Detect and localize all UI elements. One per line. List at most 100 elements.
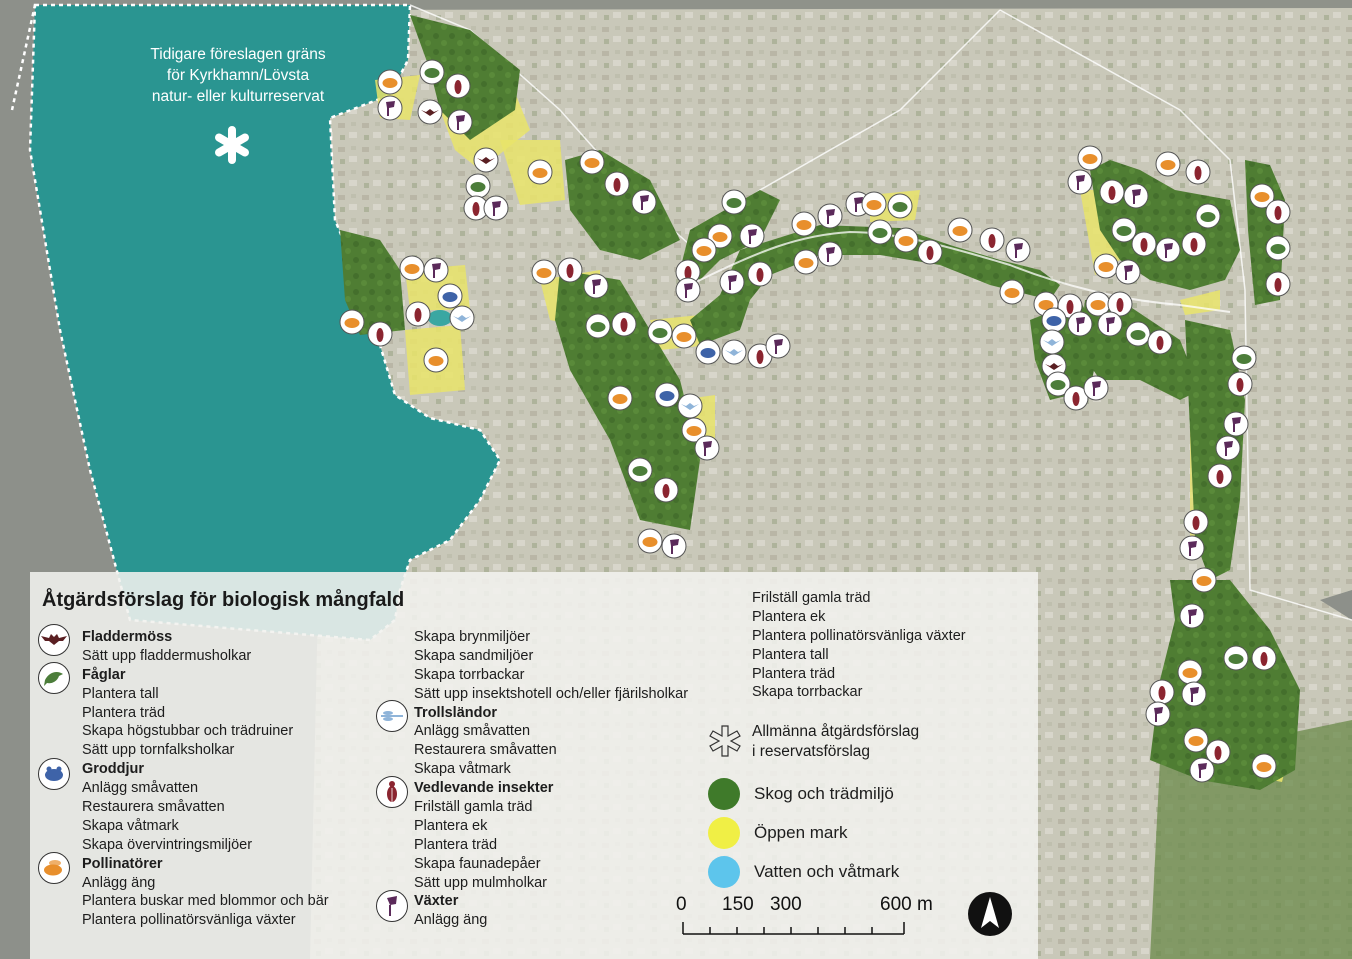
- flower-marker: [447, 109, 473, 135]
- beetle-icon: [1158, 686, 1166, 700]
- flower-icon: [1188, 541, 1197, 556]
- flower-marker: [1179, 603, 1205, 629]
- reserve-area: [28, 3, 502, 642]
- bee-icon: [532, 168, 548, 178]
- flower-icon: [1124, 265, 1133, 280]
- beetle-icon: [566, 264, 574, 278]
- legend-item: Skapa brynmiljöer: [414, 629, 531, 645]
- swatch-open-land: [708, 817, 740, 849]
- legend-item: Plantera träd: [414, 836, 498, 853]
- legend-item: Anlägg äng: [82, 874, 156, 891]
- beetle-icon: [1072, 392, 1080, 406]
- beetle-icon: [1236, 378, 1244, 392]
- legend-item: Frilställ gamla träd: [414, 799, 533, 816]
- swatch-forest: [708, 778, 740, 810]
- bee-icon: [866, 200, 882, 210]
- flower-icon: [1014, 243, 1023, 258]
- bee-icon: [612, 394, 628, 404]
- legend-panel: [30, 572, 1038, 959]
- bee-icon: [696, 246, 712, 256]
- bird-icon: [652, 328, 668, 338]
- flower-marker: [1115, 259, 1141, 285]
- north-arrow-icon: [968, 892, 1012, 936]
- legend-item: Plantera buskar med blommor och bär: [82, 893, 329, 910]
- legend-item: Skapa sandmiljöer: [414, 647, 534, 664]
- flower-icon: [1232, 417, 1241, 432]
- scale-label: 0: [676, 894, 687, 915]
- legend-item: Plantera tall: [82, 685, 159, 702]
- flower-marker: [583, 273, 609, 299]
- bee-icon: [404, 264, 420, 274]
- beetle-icon: [684, 266, 692, 280]
- frog-icon: [1046, 316, 1062, 326]
- bat-icon: [421, 109, 439, 116]
- flower-marker: [661, 533, 687, 559]
- bee-icon: [642, 537, 658, 547]
- beetle-icon: [1192, 516, 1200, 530]
- bee-icon: [38, 852, 70, 884]
- legend-column-3: Frilställ gamla träd Plantera ek Planter…: [752, 589, 966, 702]
- reserve-label-line: natur- eller kulturreservat: [151, 88, 325, 105]
- bird-icon: [632, 466, 648, 476]
- dragonfly-icon: [725, 349, 743, 356]
- legend-heading: Fåglar: [82, 666, 126, 683]
- flower-marker: [1067, 311, 1093, 337]
- bee-icon: [1182, 668, 1198, 678]
- legend-item: Skapa högstubbar och trädruiner: [82, 723, 294, 740]
- flower-icon: [640, 195, 649, 210]
- beetle-icon: [414, 308, 422, 322]
- flower-icon: [826, 247, 835, 262]
- legend-item: Skapa våtmark: [414, 761, 511, 778]
- beetle-icon: [756, 350, 764, 364]
- legend-item: Skapa torrbackar: [752, 684, 863, 701]
- beetle-icon: [1274, 278, 1282, 292]
- bee-icon: [1256, 762, 1272, 772]
- flower-icon: [1092, 381, 1101, 396]
- legend-column-2: Skapa brynmiljöer Skapa sandmiljöer Skap…: [414, 628, 688, 930]
- beetle-icon: [613, 178, 621, 192]
- frog-icon: [442, 292, 458, 302]
- bird-icon: [872, 228, 888, 238]
- swatch-label: Öppen mark: [754, 823, 848, 842]
- flower-marker: [1083, 375, 1109, 401]
- legend-column-1: Fladdermöss Sätt upp fladdermusholkar Få…: [82, 628, 329, 930]
- bee-icon: [1098, 262, 1114, 272]
- beetle-icon: [1108, 186, 1116, 200]
- reserve-label-line: för Kyrkhamn/Lövsta: [166, 67, 310, 84]
- flower-icon: [1106, 317, 1115, 332]
- legend-item: Frilställ gamla träd: [752, 590, 871, 606]
- scale-bar: [682, 922, 905, 935]
- flower-icon: [1190, 687, 1199, 702]
- general-line: i reservatsförslag: [752, 743, 871, 760]
- beetle-icon: [1260, 652, 1268, 666]
- beetle-icon: [376, 328, 384, 342]
- bee-icon: [1038, 300, 1054, 310]
- legend-item: Skapa torrbackar: [414, 666, 525, 683]
- legend-item: Plantera ek: [414, 817, 488, 834]
- legend-item: Plantera pollinatörsvänliga växter: [752, 627, 966, 644]
- legend-item: Restaurera småvatten: [82, 799, 225, 816]
- bee-icon: [1254, 192, 1270, 202]
- flower-icon: [748, 229, 757, 244]
- flower-marker: [483, 195, 509, 221]
- flower-marker: [1179, 535, 1205, 561]
- flower-icon: [1164, 243, 1173, 258]
- flower-icon: [1154, 707, 1163, 722]
- general-line: Allmänna åtgärdsförslag: [752, 723, 920, 740]
- flower-icon: [1224, 441, 1233, 456]
- bird-icon: [1236, 354, 1252, 364]
- legend-item: Plantera träd: [752, 665, 836, 682]
- legend-item: Skapa våtmark: [82, 817, 179, 834]
- bat-icon: [477, 157, 495, 164]
- beetle-icon: [472, 202, 480, 216]
- flower-icon: [703, 441, 712, 456]
- legend-heading: Vedlevande insekter: [414, 780, 554, 797]
- bird-icon: [726, 198, 742, 208]
- swatch-label: Vatten och våtmark: [754, 862, 900, 881]
- beetle-icon: [1214, 746, 1222, 760]
- beetle-icon: [1156, 336, 1164, 350]
- flower-icon: [670, 539, 679, 554]
- bee-icon: [1090, 300, 1106, 310]
- dragonfly-icon: [1043, 339, 1061, 346]
